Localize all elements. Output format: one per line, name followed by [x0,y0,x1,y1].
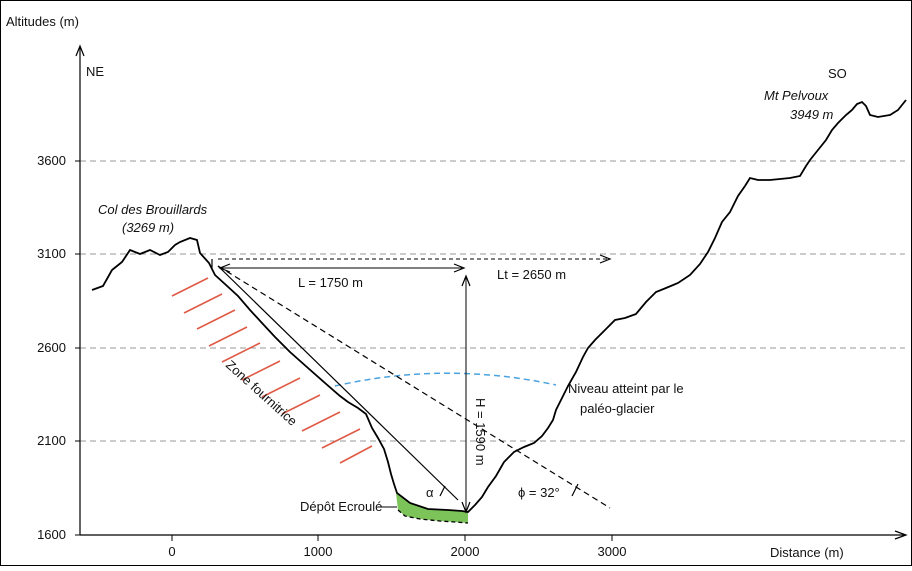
alpha-angle-mark [439,485,446,497]
x-tick-2000: 2000 [451,544,480,559]
y-tick-3600: 3600 [37,153,66,168]
phi-angle-mark [571,483,579,497]
valley-profile [91,99,907,513]
length-lt-label: Lt = 2650 m [497,267,566,282]
length-l-label: L = 1750 m [298,275,363,290]
x-tick-1000: 1000 [304,544,333,559]
y-tick-1600: 1600 [37,527,66,542]
height-h-label: H = 1590 m [473,398,488,466]
deposit-label: Dépôt Ecroulé [300,499,382,514]
energy-line-phi [217,265,611,509]
col-name-label: Col des Brouillards [98,202,208,217]
glacier-label-line1: Niveau atteint par le [568,381,684,396]
height-arrowhead-bottom [461,501,471,514]
x-tick-3000: 3000 [598,544,627,559]
x-tick-0: 0 [168,544,175,559]
y-axis-arrow [75,44,85,57]
y-tick-3100: 3100 [37,246,66,261]
peak-altitude-label: 3949 m [790,107,834,122]
x-axis-arrow [894,530,908,540]
label-ne: NE [86,64,104,79]
label-so: SO [828,66,847,81]
alpha-angle-label: α [426,485,434,500]
source-zone-label: Zone fournitrice [223,357,300,429]
distance-l-arrowhead-right [453,263,466,273]
height-arrowhead-top [461,274,471,287]
distance-lt-arrowhead [599,254,612,264]
phi-angle-label: ϕ = 32° [518,485,560,500]
source-zone-hatching [171,277,373,464]
y-tick-2100: 2100 [37,433,66,448]
x-tick-marks [171,535,613,541]
col-altitude-label: (3269 m) [122,220,174,235]
x-axis-title: Distance (m) [770,545,844,560]
rock-avalanche-deposit [396,493,468,523]
glacier-label-line2: paléo-glacier [580,401,655,416]
deposit-base-dashed [397,509,469,524]
paleo-glacier-level [334,372,557,387]
peak-name-label: Mt Pelvoux [764,88,829,103]
y-tick-2600: 2600 [37,340,66,355]
gridlines [80,160,905,442]
distance-l-arrowhead-left [218,263,231,273]
y-tick-marks [75,160,80,536]
energy-line-alpha [217,265,459,501]
y-axis-title: Altitudes (m) [6,14,79,29]
